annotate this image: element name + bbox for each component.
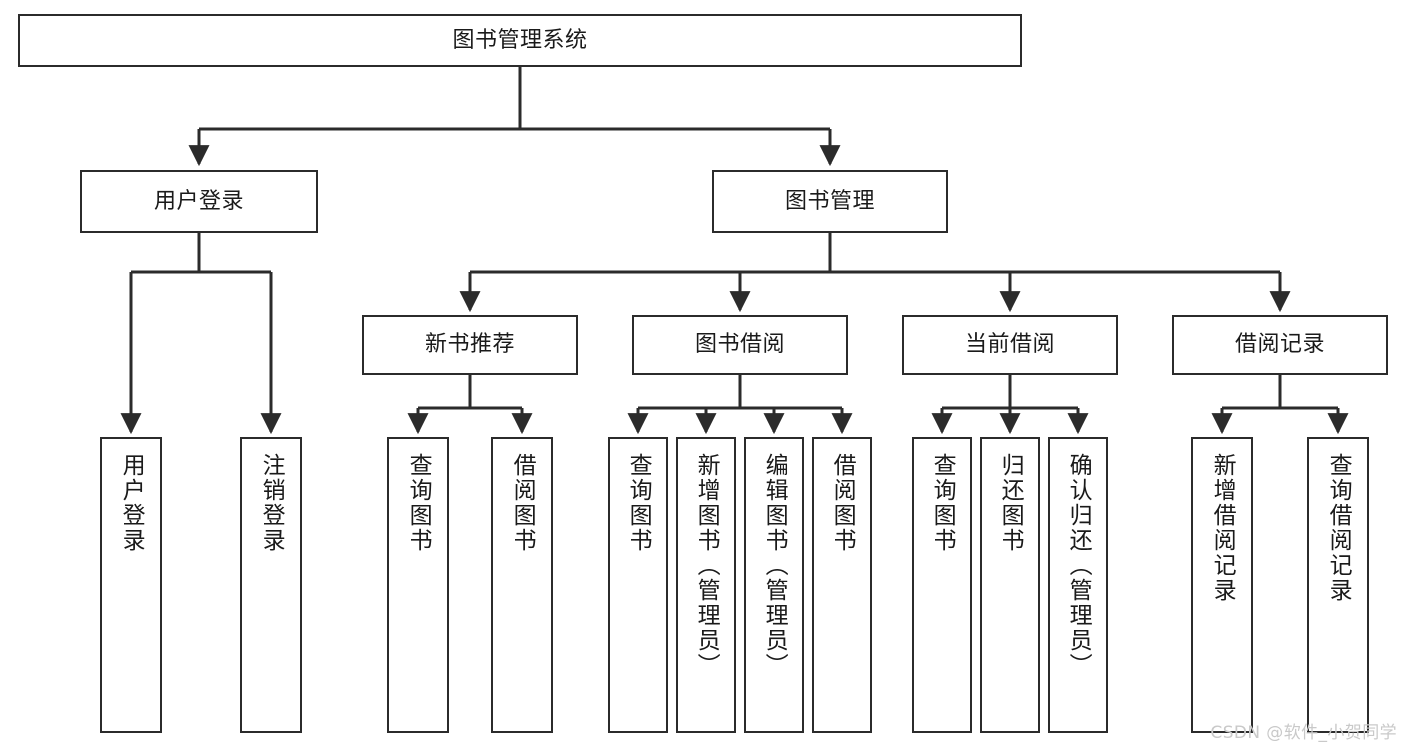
node-leaf-query-book-2[interactable]: 查询图书 [608, 437, 668, 733]
node-leaf-confirm-return[interactable]: 确认归还（管理员） [1048, 437, 1108, 733]
node-root-label: 图书管理系统 [452, 27, 588, 53]
node-leaf-add-record[interactable]: 新增借阅记录 [1191, 437, 1253, 733]
node-leaf-query-book-3-label: 查询图书 [929, 453, 956, 553]
node-leaf-return-book[interactable]: 归还图书 [980, 437, 1040, 733]
watermark-text: CSDN @软件_小贺同学 [1210, 723, 1397, 743]
node-leaf-edit-book[interactable]: 编辑图书（管理员） [744, 437, 804, 733]
node-leaf-user-login-label: 用户登录 [118, 453, 145, 553]
node-root[interactable]: 图书管理系统 [18, 14, 1022, 67]
node-leaf-add-book[interactable]: 新增图书（管理员） [676, 437, 736, 733]
node-current-borrow[interactable]: 当前借阅 [902, 315, 1118, 375]
node-leaf-borrow-book-1-label: 借阅图书 [509, 453, 536, 553]
node-new-book-recommend[interactable]: 新书推荐 [362, 315, 578, 375]
node-leaf-borrow-book-2-label: 借阅图书 [829, 453, 856, 553]
node-new-book-recommend-label: 新书推荐 [424, 332, 515, 358]
node-leaf-query-book-2-label: 查询图书 [625, 453, 652, 553]
node-leaf-query-book-1-label: 查询图书 [405, 453, 432, 553]
node-leaf-add-book-label: 新增图书（管理员） [693, 453, 720, 678]
node-leaf-edit-book-label: 编辑图书（管理员） [761, 453, 788, 678]
node-leaf-query-record[interactable]: 查询借阅记录 [1307, 437, 1369, 733]
node-book-management-label: 图书管理 [784, 188, 875, 214]
node-user-login[interactable]: 用户登录 [80, 170, 318, 233]
node-leaf-query-book-3[interactable]: 查询图书 [912, 437, 972, 733]
node-leaf-query-book-1[interactable]: 查询图书 [387, 437, 449, 733]
node-borrow-record-label: 借阅记录 [1234, 332, 1325, 358]
node-leaf-user-login[interactable]: 用户登录 [100, 437, 162, 733]
node-book-borrow[interactable]: 图书借阅 [632, 315, 848, 375]
node-book-management[interactable]: 图书管理 [712, 170, 948, 233]
node-leaf-confirm-return-label: 确认归还（管理员） [1065, 453, 1092, 678]
node-leaf-borrow-book-1[interactable]: 借阅图书 [491, 437, 553, 733]
node-leaf-query-record-label: 查询借阅记录 [1325, 453, 1352, 603]
node-book-borrow-label: 图书借阅 [694, 332, 785, 358]
node-user-login-label: 用户登录 [153, 188, 244, 214]
node-leaf-user-logout[interactable]: 注销登录 [240, 437, 302, 733]
node-leaf-borrow-book-2[interactable]: 借阅图书 [812, 437, 872, 733]
node-current-borrow-label: 当前借阅 [964, 332, 1055, 358]
node-borrow-record[interactable]: 借阅记录 [1172, 315, 1388, 375]
node-leaf-user-logout-label: 注销登录 [258, 453, 285, 553]
node-leaf-add-record-label: 新增借阅记录 [1209, 453, 1236, 603]
node-leaf-return-book-label: 归还图书 [997, 453, 1024, 553]
